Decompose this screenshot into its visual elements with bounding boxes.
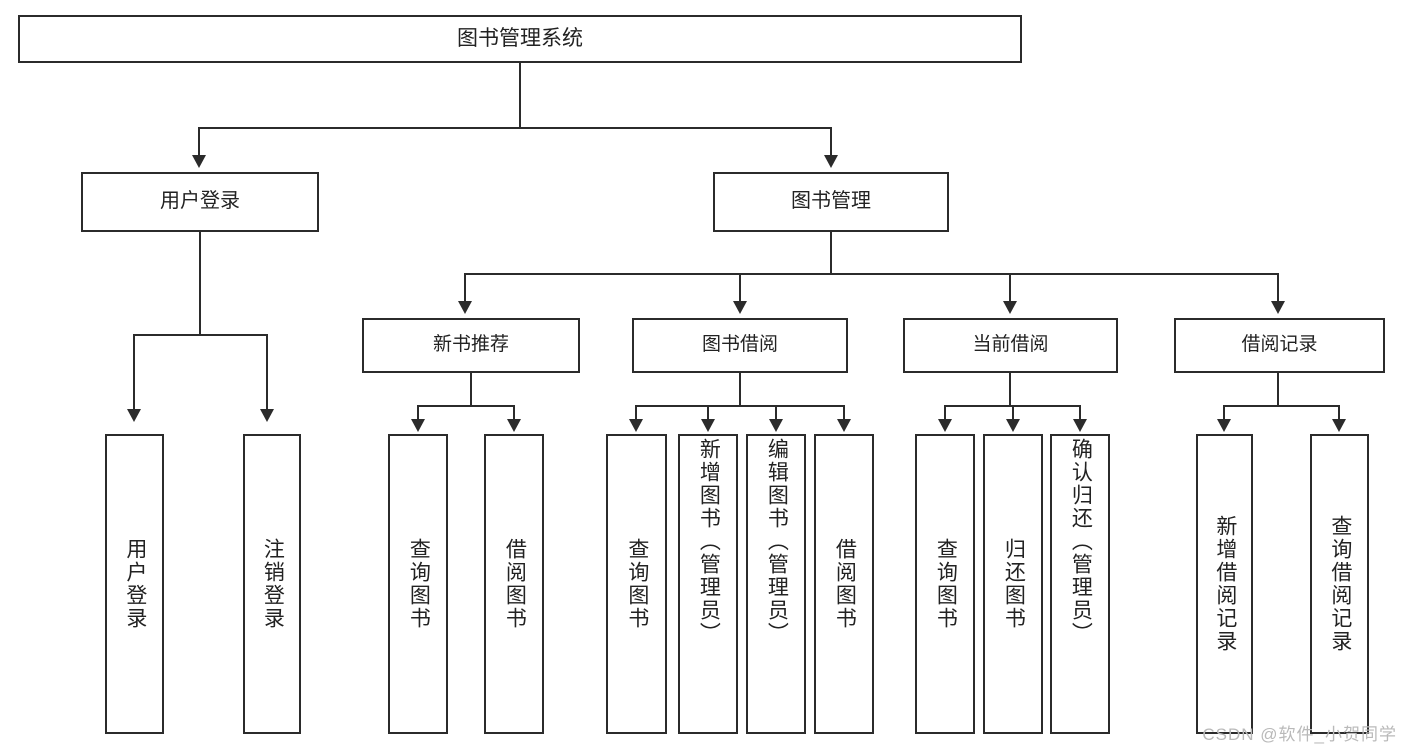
arrow-user-login-to-leaf-2 xyxy=(260,409,274,422)
connector-new-book-to-leaf-1 xyxy=(417,405,419,421)
connector-bb-to-leaf-2 xyxy=(707,405,709,421)
node-label: 查询图书 xyxy=(407,538,431,630)
connector-book-management-stem xyxy=(830,232,832,274)
arrow-bm-to-borrow-record xyxy=(1271,301,1285,314)
leaf-new-book-borrow-book[interactable]: 借阅图书 xyxy=(484,434,544,734)
node-label: 图书借阅 xyxy=(701,334,778,356)
connector-user-login-stem xyxy=(199,232,201,335)
leaf-user-login-login[interactable]: 用户登录 xyxy=(105,434,164,734)
leaf-book-borrow-add-book-admin[interactable]: 新增图书（管理员） xyxy=(678,434,738,734)
arrow-bb-to-leaf-1 xyxy=(629,419,643,432)
node-new-book-recommend[interactable]: 新书推荐 xyxy=(362,318,580,373)
arrow-cb-to-leaf-1 xyxy=(938,419,952,432)
node-label: 确认归还（管理员） xyxy=(1069,438,1093,645)
connector-user-login-to-leaf-2 xyxy=(266,334,268,411)
leaf-book-borrow-query-book[interactable]: 查询图书 xyxy=(606,434,667,734)
leaf-current-borrow-query-book[interactable]: 查询图书 xyxy=(915,434,975,734)
connector-current-borrow-stem xyxy=(1009,373,1011,406)
node-label: 用户登录 xyxy=(123,538,147,630)
connector-bb-to-leaf-1 xyxy=(635,405,637,421)
connector-bb-to-leaf-4 xyxy=(843,405,845,421)
connector-cb-to-leaf-2 xyxy=(1012,405,1014,421)
arrow-br-to-leaf-1 xyxy=(1217,419,1231,432)
arrow-bm-to-current-borrow xyxy=(1003,301,1017,314)
connector-borrow-record-bar xyxy=(1223,405,1340,407)
arrow-cb-to-leaf-2 xyxy=(1006,419,1020,432)
arrow-bm-to-new-book xyxy=(458,301,472,314)
node-label: 新增借阅记录 xyxy=(1213,515,1237,653)
connector-cb-to-leaf-1 xyxy=(944,405,946,421)
connector-new-book-to-leaf-2 xyxy=(513,405,515,421)
arrow-bb-to-leaf-3 xyxy=(769,419,783,432)
arrow-bb-to-leaf-4 xyxy=(837,419,851,432)
connector-new-book-bar xyxy=(417,405,515,407)
node-label: 借阅记录 xyxy=(1241,334,1318,356)
connector-bm-to-current-borrow xyxy=(1009,273,1011,303)
node-label: 新增图书（管理员） xyxy=(697,438,721,645)
arrow-cb-to-leaf-3 xyxy=(1073,419,1087,432)
connector-br-to-leaf-1 xyxy=(1223,405,1225,421)
arrow-bm-to-book-borrow xyxy=(733,301,747,314)
connector-book-management-bar xyxy=(464,273,1279,275)
node-label: 编辑图书（管理员） xyxy=(765,438,789,645)
node-label: 当前借阅 xyxy=(972,334,1049,356)
leaf-borrow-record-add-record[interactable]: 新增借阅记录 xyxy=(1196,434,1253,734)
leaf-user-login-logout[interactable]: 注销登录 xyxy=(243,434,301,734)
node-label: 查询图书 xyxy=(934,538,958,630)
connector-book-borrow-stem xyxy=(739,373,741,406)
node-label: 归还图书 xyxy=(1002,538,1026,630)
connector-root-bar xyxy=(198,127,832,129)
node-root-book-management-system[interactable]: 图书管理系统 xyxy=(18,15,1022,63)
leaf-new-book-query-book[interactable]: 查询图书 xyxy=(388,434,448,734)
connector-user-login-to-leaf-1 xyxy=(133,334,135,411)
leaf-book-borrow-borrow-book[interactable]: 借阅图书 xyxy=(814,434,874,734)
connector-bm-to-new-book xyxy=(464,273,466,303)
arrow-new-book-to-leaf-1 xyxy=(411,419,425,432)
leaf-current-borrow-confirm-return-admin[interactable]: 确认归还（管理员） xyxy=(1050,434,1110,734)
node-book-borrow[interactable]: 图书借阅 xyxy=(632,318,848,373)
node-label: 借阅图书 xyxy=(833,538,857,630)
connector-bm-to-borrow-record xyxy=(1277,273,1279,303)
node-label: 注销登录 xyxy=(261,538,285,630)
connector-book-borrow-bar xyxy=(635,405,844,407)
connector-root-to-user-login xyxy=(198,127,200,157)
node-current-borrow[interactable]: 当前借阅 xyxy=(903,318,1118,373)
connector-root-stem xyxy=(519,63,521,128)
arrow-new-book-to-leaf-2 xyxy=(507,419,521,432)
arrow-root-to-book-management xyxy=(824,155,838,168)
connector-bm-to-book-borrow xyxy=(739,273,741,303)
node-label: 查询借阅记录 xyxy=(1328,515,1352,653)
node-label: 新书推荐 xyxy=(432,334,509,356)
arrow-br-to-leaf-2 xyxy=(1332,419,1346,432)
connector-cb-to-leaf-3 xyxy=(1079,405,1081,421)
arrow-root-to-user-login xyxy=(192,155,206,168)
node-user-login[interactable]: 用户登录 xyxy=(81,172,319,232)
node-label: 图书管理 xyxy=(791,190,871,213)
node-book-management[interactable]: 图书管理 xyxy=(713,172,949,232)
node-label: 查询图书 xyxy=(625,538,649,630)
arrow-user-login-to-leaf-1 xyxy=(127,409,141,422)
connector-bb-to-leaf-3 xyxy=(775,405,777,421)
node-label: 图书管理系统 xyxy=(457,26,583,50)
leaf-current-borrow-return-book[interactable]: 归还图书 xyxy=(983,434,1043,734)
connector-new-book-stem xyxy=(470,373,472,406)
connector-br-to-leaf-2 xyxy=(1338,405,1340,421)
connector-root-to-book-management xyxy=(830,127,832,157)
connector-user-login-bar xyxy=(133,334,268,336)
arrow-bb-to-leaf-2 xyxy=(701,419,715,432)
node-label: 借阅图书 xyxy=(503,538,527,630)
node-borrow-record[interactable]: 借阅记录 xyxy=(1174,318,1385,373)
connector-borrow-record-stem xyxy=(1277,373,1279,406)
leaf-borrow-record-query-record[interactable]: 查询借阅记录 xyxy=(1310,434,1369,734)
leaf-book-borrow-edit-book-admin[interactable]: 编辑图书（管理员） xyxy=(746,434,806,734)
node-label: 用户登录 xyxy=(160,190,240,213)
